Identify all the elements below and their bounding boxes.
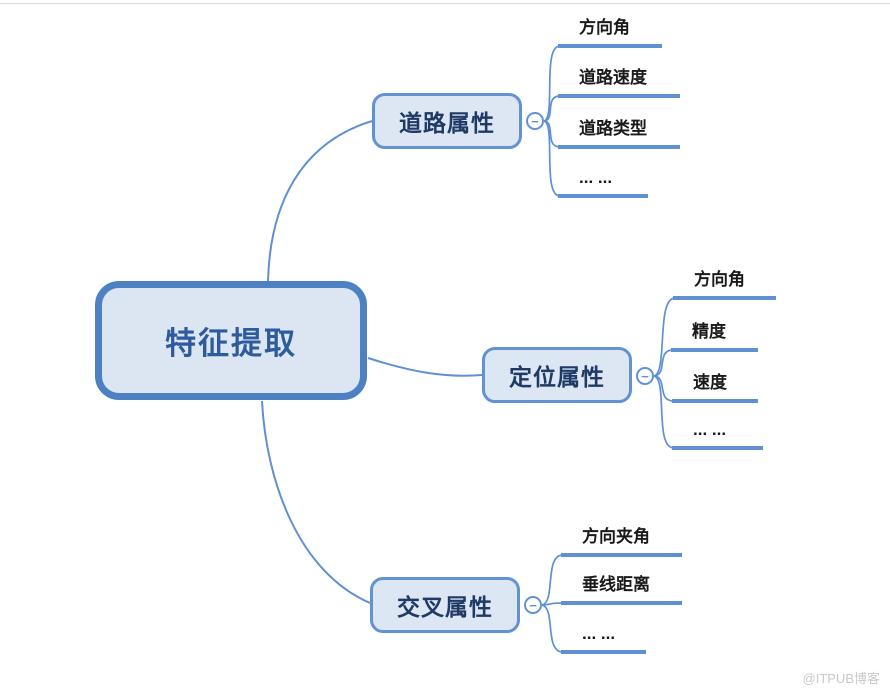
leaf-topic[interactable]: 方向夹角 — [561, 525, 682, 557]
leaf-topic[interactable]: ... ... — [672, 418, 763, 450]
connector-branch-1-child-2 — [653, 375, 675, 402]
leaf-topic[interactable]: 垂线距离 — [561, 573, 682, 605]
leaf-topic[interactable]: 道路速度 — [558, 66, 680, 98]
connector-branch-2-child-1 — [541, 602, 564, 606]
leaf-topic[interactable]: 精度 — [671, 320, 758, 352]
branch-topic-positioning-attributes[interactable]: 定位属性 — [482, 347, 632, 403]
collapse-button[interactable]: − — [524, 596, 542, 614]
leaf-topic[interactable]: ... ... — [558, 166, 648, 198]
branch-topic-label: 道路属性 — [399, 110, 495, 136]
minus-icon: − — [641, 368, 649, 384]
collapse-button[interactable]: − — [526, 112, 544, 130]
minus-icon: − — [531, 113, 539, 129]
branch-topic-cross-attributes[interactable]: 交叉属性 — [370, 577, 520, 633]
watermark: @ITPUB博客 — [802, 671, 880, 686]
leaf-topic[interactable]: ... ... — [561, 622, 646, 654]
connector-branch-2-child-2 — [541, 604, 564, 653]
connector-root-to-branch-1 — [367, 357, 483, 377]
connector-root-to-branch-0 — [267, 120, 373, 282]
branch-topic-label: 定位属性 — [509, 364, 605, 390]
collapse-button[interactable]: − — [636, 367, 654, 385]
leaf-topic[interactable]: 方向角 — [558, 16, 662, 48]
leaf-topic[interactable]: 道路类型 — [558, 117, 680, 149]
leaf-topic[interactable]: 速度 — [672, 371, 758, 403]
connector-branch-2-child-0 — [541, 554, 564, 606]
leaf-topic[interactable]: 方向角 — [673, 268, 776, 300]
connector-branch-1-child-1 — [653, 349, 674, 377]
root-topic-label: 特征提取 — [165, 326, 297, 361]
connector-branch-1-child-3 — [653, 375, 675, 449]
minus-icon: − — [529, 597, 537, 613]
root-topic[interactable]: 特征提取 — [95, 281, 367, 400]
branch-topic-label: 交叉属性 — [397, 594, 493, 620]
branch-topic-road-attributes[interactable]: 道路属性 — [372, 93, 522, 149]
connector-root-to-branch-2 — [261, 400, 371, 604]
top-divider — [0, 3, 890, 4]
